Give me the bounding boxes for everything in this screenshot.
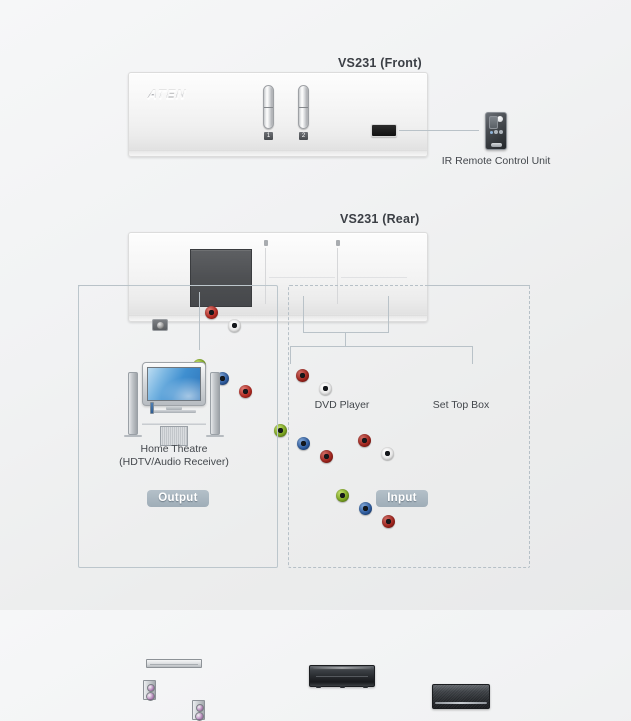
input-bracket-drop: [345, 332, 346, 346]
ir-leader-line: [399, 130, 479, 131]
home-theatre-caption-line1: Home Theatre: [140, 443, 208, 455]
remote-button-icon: [491, 143, 502, 147]
tower-speaker-right-base: [206, 435, 224, 437]
input1-video-jack-red: [320, 450, 333, 463]
front-switch-2[interactable]: 2: [298, 85, 309, 140]
home-theatre-caption: Home Theatre (HDTV/Audio Receiver): [92, 443, 256, 469]
input-group-1-hline: [269, 277, 335, 278]
bookshelf-speaker-left-icon: [143, 680, 156, 701]
output-audio-jack-white: [228, 319, 241, 332]
output-badge: Output: [147, 490, 209, 507]
dvd-player-icon: [309, 665, 375, 688]
remote-keypad-icon: [489, 116, 498, 129]
rocker-switch-icon[interactable]: [263, 85, 274, 129]
set-top-box-icon: [432, 684, 490, 709]
remote-button-icon: [499, 130, 503, 134]
output-video-jack-red: [239, 385, 252, 398]
chassis-lip: [129, 315, 427, 316]
remote-led-icon: [497, 116, 503, 122]
remote-button-icon: [494, 130, 498, 134]
dvd-player-foot: [340, 686, 345, 688]
input-zone-box: [288, 285, 530, 568]
dvd-player-foot: [363, 686, 368, 688]
dvd-connection-line: [290, 346, 291, 364]
output-connection-line: [199, 292, 200, 350]
rear-output-connector-block: [190, 249, 252, 307]
hdtv-icon: [142, 362, 206, 406]
dvd-player-caption: DVD Player: [282, 399, 402, 412]
input1-connection-line: [303, 296, 304, 332]
stb-connection-line: [472, 346, 473, 364]
speaker-cone-icon: [195, 704, 204, 712]
input-group-2-hline: [341, 277, 407, 278]
switch-1-label: 1: [264, 132, 273, 140]
speaker-cone-icon: [146, 684, 155, 692]
input-group-1-divider: [265, 248, 266, 304]
ir-remote-control-unit: [485, 112, 507, 150]
aten-logo-text: ATEN: [147, 86, 188, 101]
input-badge: Input: [376, 490, 428, 507]
dvd-player-foot: [316, 686, 321, 688]
chassis-lip: [129, 150, 427, 151]
remote-button-icon: [490, 131, 493, 134]
input2-connection-line: [388, 296, 389, 332]
dvd-player-top-edge: [313, 667, 371, 669]
ir-receiver-window-icon: [371, 124, 397, 137]
device-bracket-line: [290, 346, 472, 347]
input2-video-jack-green: [336, 489, 349, 502]
speaker-cone-icon: [146, 692, 155, 701]
hdtv-screen: [147, 367, 201, 401]
input-bracket-line: [303, 332, 389, 333]
ir-remote-caption-text: IR Remote Control Unit: [441, 155, 551, 167]
front-panel-chassis: [128, 72, 428, 157]
input1-video-jack-blue: [297, 437, 310, 450]
device-remote-icon: [150, 402, 154, 414]
rear-panel-title: VS231 (Rear): [340, 212, 420, 226]
rocker-switch-icon[interactable]: [298, 85, 309, 129]
dvd-player-tray-slot: [316, 676, 368, 678]
input2-audio-jack-white: [381, 447, 394, 460]
switch-2-label: 2: [299, 132, 308, 140]
power-jack-icon: [152, 319, 168, 331]
output-zone-box: [78, 285, 278, 568]
input-badge-wrap: Input: [288, 488, 516, 507]
input-zone-leader: [426, 285, 530, 286]
tower-speaker-left-base: [124, 435, 142, 437]
input2-audio-jack-red: [358, 434, 371, 447]
av-receiver-icon: [146, 659, 202, 668]
dvd-player-caption-text: DVD Player: [314, 399, 370, 411]
input-group-2-divider: [337, 248, 338, 304]
aten-logo: ATEN: [147, 86, 188, 101]
center-speaker-icon: [160, 426, 188, 446]
tower-speaker-left-icon: [128, 372, 138, 435]
input1-audio-jack-white: [319, 382, 332, 395]
input2-video-jack-red: [382, 515, 395, 528]
speaker-cone-icon: [195, 712, 204, 721]
output-audio-jack-red: [205, 306, 218, 319]
input-group-2-tab-icon: [336, 240, 340, 246]
front-switch-1[interactable]: 1: [263, 85, 274, 140]
input-group-1-tab-icon: [264, 240, 268, 246]
set-top-box-caption: Set Top Box: [401, 399, 521, 412]
bookshelf-speaker-right-icon: [192, 700, 205, 721]
front-panel-title: VS231 (Front): [338, 56, 422, 70]
input1-audio-jack-red: [296, 369, 309, 382]
av-receiver-shelf: [142, 423, 206, 425]
hdtv-stand: [166, 406, 182, 410]
output-zone-leader: [78, 285, 130, 286]
home-theatre-caption-line2: (HDTV/Audio Receiver): [119, 456, 229, 468]
set-top-box-caption-text: Set Top Box: [432, 399, 490, 411]
input2-video-jack-blue: [359, 502, 372, 515]
tower-speaker-right-icon: [210, 372, 220, 435]
hdtv-base: [152, 410, 196, 413]
set-top-box-front-band: [435, 702, 487, 704]
ir-remote-caption: IR Remote Control Unit: [406, 155, 586, 168]
output-badge-wrap: Output: [78, 488, 278, 507]
